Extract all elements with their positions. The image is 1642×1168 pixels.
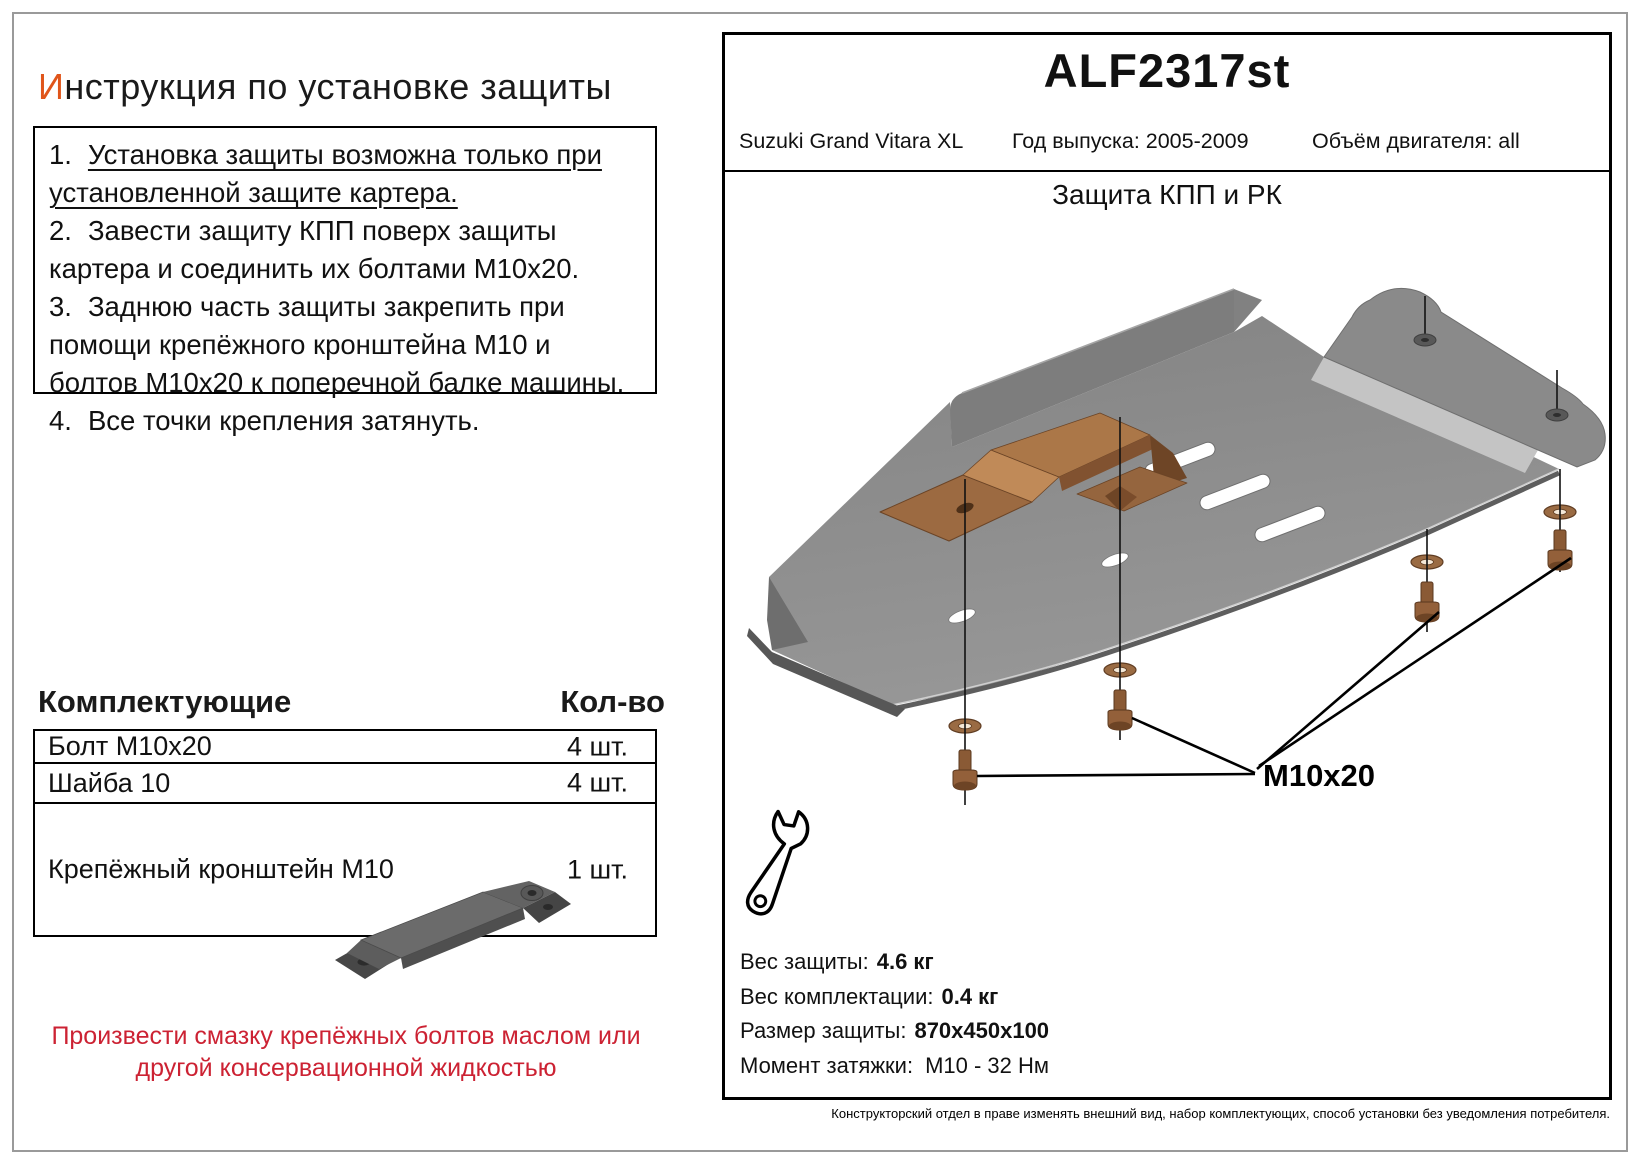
table-row: Крепёжный кронштейн М10 1 шт. <box>35 802 655 979</box>
component-qty: 1 шт. <box>567 854 629 884</box>
protection-plate-drawing: M10x20 <box>745 287 1606 916</box>
mounting-bracket <box>879 412 1188 542</box>
drawing-title: Защита КПП и РК <box>1052 179 1282 210</box>
engine-volume: Объём двигателя: all <box>1312 129 1520 153</box>
spec-row: Вес защиты:4.6 кг <box>740 949 934 974</box>
part-code: ALF2317st <box>1043 44 1291 97</box>
component-name: Шайба 10 <box>48 767 171 798</box>
component-name: Болт М10х20 <box>48 731 212 761</box>
instructions-box: 1.Установка защиты возможна только при у… <box>33 126 657 436</box>
bracket-image <box>335 881 571 979</box>
instruction-item: 3.Заднюю часть защиты закрепить при помо… <box>49 291 625 398</box>
components-table: Болт М10х20 4 шт. Шайба 10 4 шт. Крепёжн… <box>33 729 657 979</box>
instruction-item: 4.Все точки крепления затянуть. <box>49 405 480 436</box>
component-qty: 4 шт. <box>567 731 629 761</box>
instruction-item: 1.Установка защиты возможна только при у… <box>49 139 602 208</box>
qty-heading: Кол-во <box>560 684 665 719</box>
components-heading: Комплектующие <box>38 684 292 719</box>
table-row: Шайба 10 4 шт. <box>35 762 655 802</box>
components-header: Комплектующие Кол-во <box>38 684 665 720</box>
spec-row: Момент затяжки:М10 - 32 Нм <box>740 1052 1050 1078</box>
spec-row: Вес комплектации:0.4 кг <box>740 983 999 1009</box>
lubrication-note: Произвести смазку крепёжных болтов масло… <box>51 1022 641 1082</box>
wrench-icon <box>745 809 810 916</box>
instruction-item: 2.Завести защиту КПП поверх защиты карте… <box>49 215 580 284</box>
component-qty: 4 шт. <box>567 767 629 798</box>
vehicle-name: Suzuki Grand Vitara XL <box>739 129 964 153</box>
disclaimer-footer: Конструкторский отдел в праве изменять в… <box>831 1106 1610 1121</box>
page-border <box>12 12 1628 1152</box>
header-divider <box>725 170 1609 172</box>
spec-row: Размер защиты:870х450х100 <box>740 1018 1050 1043</box>
page-title: Инструкция по установке защиты <box>38 66 612 108</box>
specs-block: Вес защиты:4.6 кг Вес комплектации:0.4 к… <box>740 945 1049 1083</box>
title-accent-letter: И <box>38 66 65 107</box>
plate-back-flange <box>950 288 1262 447</box>
plate-bolt-holes <box>948 552 1129 624</box>
bolt-size-label: M10x20 <box>1263 758 1375 793</box>
vehicle-years: Год выпуска: 2005-2009 <box>1012 129 1249 153</box>
plate-body <box>747 316 1561 717</box>
bolts <box>952 529 1573 791</box>
title-rest: нструкция по установке защиты <box>64 66 612 107</box>
callout-lines <box>976 556 1572 778</box>
component-name: Крепёжный кронштейн М10 <box>48 854 394 884</box>
plate-rear-section <box>1311 287 1606 473</box>
table-row: Болт М10х20 4 шт. <box>35 731 655 762</box>
drawing-panel: ALF2317st Suzuki Grand Vitara XL Год вып… <box>722 32 1612 1100</box>
